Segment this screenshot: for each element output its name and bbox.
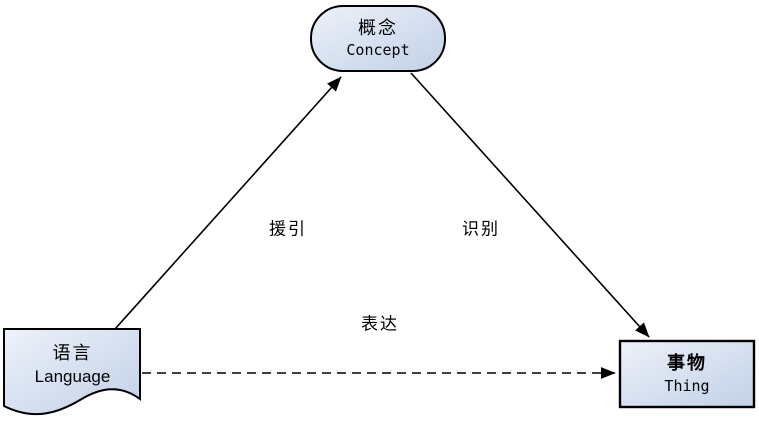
language-node-shape [3, 328, 141, 416]
cite-arrow [114, 76, 342, 330]
concept-node-shape [310, 5, 446, 72]
thing-node-shape [618, 339, 756, 409]
identify-arrow [410, 72, 650, 338]
